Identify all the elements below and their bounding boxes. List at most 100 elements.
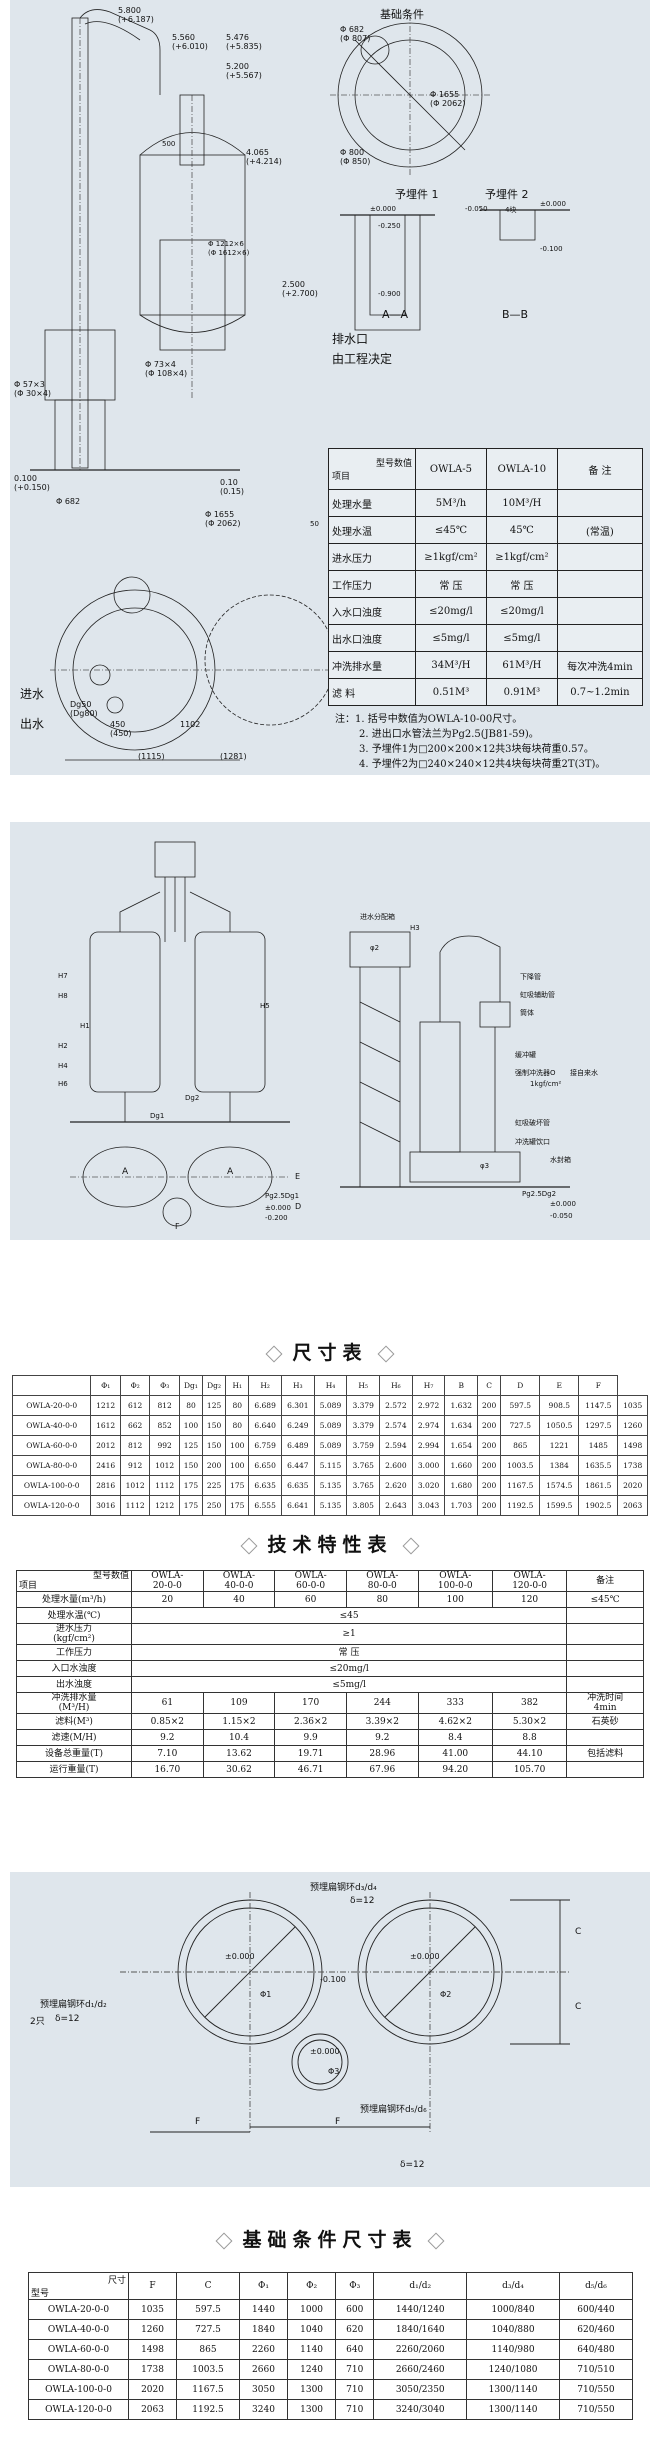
mark-lvl0-left: ±0.000 [265, 1204, 291, 1212]
mark-h1: H1 [80, 1022, 90, 1030]
tech-value: 333 [417, 1692, 493, 1714]
value-cell: 1902.5 [578, 1495, 619, 1516]
dim-header-cell: H₇ [411, 1375, 446, 1396]
value-cell: 710/550 [558, 2399, 634, 2420]
value-cell: 1300/1140 [466, 2399, 560, 2420]
tech-table-title-text: 技术特性表 [267, 1534, 393, 1556]
tech-spec-table: 型号数值 项目 OWLA- 20-0-0 OWLA- 40-0-0 OWLA- … [16, 1570, 644, 1778]
spec-notes: 注：1. 括号中数值为OWLA-10-00尺寸。 2. 进出口水管法兰为Pg2.… [335, 712, 655, 772]
model-cell: OWLA-60-0-0 [28, 2339, 129, 2360]
value-cell: 600/440 [558, 2299, 634, 2320]
tech-value: 9.2 [345, 1729, 419, 1746]
value-cell: 80 [225, 1395, 250, 1416]
note-4: 4. 予埋件2为□240×240×12共4块每块荷重2T(3T)。 [359, 759, 606, 770]
value-cell: 1035 [127, 2299, 178, 2320]
tech-item: 滤料(M³) [16, 1713, 132, 1730]
value-cell: 1300 [287, 2379, 337, 2400]
elevation-labels-4: 5.200 (+5.567) [226, 62, 262, 80]
spec-value-5: 0.51M³ [415, 678, 487, 706]
value-cell: 175 [178, 1495, 204, 1516]
dim-header-cell: D [500, 1375, 541, 1396]
table-row: 处理水温(℃)≤45 [16, 1607, 644, 1624]
value-cell: 1440 [238, 2299, 289, 2320]
value-cell: 80 [225, 1415, 250, 1436]
value-cell: 727.5 [176, 2319, 240, 2340]
model-cell: OWLA-120-0-0 [11, 1495, 92, 1516]
fdn-phi2: Φ2 [440, 1990, 452, 1999]
tech-model-60: OWLA- 60-0-0 [274, 1570, 347, 1592]
base-header-cell: d₁/d₂ [373, 2272, 468, 2300]
foundation-title: 基础条件 [380, 8, 424, 21]
spec-item: 处理水量 [328, 489, 416, 517]
tech-note: 包括滤料 [566, 1745, 644, 1762]
mark-d: D [295, 1202, 302, 1211]
fdn-dim-682: Φ 682 [340, 25, 365, 34]
base-corner-bottom: 型号 [31, 2289, 50, 2299]
dim-pipe: Φ 57×3 (Φ 30×4) [14, 380, 51, 398]
mark-lvl200: -0.200 [265, 1214, 288, 1222]
value-cell: 5.115 [313, 1455, 348, 1476]
tech-value: 46.71 [274, 1761, 347, 1778]
value-cell: 1140/980 [466, 2339, 560, 2360]
distribution-box-label: 进水分配箱 [360, 913, 395, 921]
dim-header-cell: Φ₃ [149, 1375, 180, 1396]
level-a0: ±0.000 [370, 205, 396, 213]
value-cell: 600 [335, 2299, 375, 2320]
dim-1281: (1281) [220, 752, 247, 761]
elevation-labels-7: 0.100 (+0.150) [14, 474, 50, 492]
spec-value-5: 常 压 [415, 570, 487, 598]
elev-4214: (+4.214) [246, 157, 282, 166]
value-cell: 200 [477, 1395, 502, 1416]
value-cell: 710 [335, 2359, 375, 2380]
spec-item: 滤 料 [328, 678, 416, 706]
tech-note [566, 1761, 644, 1778]
value-cell: 175 [225, 1495, 250, 1516]
value-cell: 5.089 [313, 1395, 348, 1416]
value-cell: 852 [149, 1415, 180, 1436]
elevation-labels-3: 5.476 (+5.835) [226, 33, 262, 51]
value-cell: 200 [477, 1455, 502, 1476]
value-cell: 6.759 [248, 1435, 282, 1456]
fdn-f-left: F [195, 2117, 201, 2127]
thickness-3: δ=12 [400, 2160, 425, 2170]
value-cell: 1612 [90, 1415, 121, 1436]
tech-remark-header: 备注 [566, 1570, 644, 1592]
tech-corner: 型号数值 项目 [16, 1570, 132, 1592]
dim-header-cell: H₄ [313, 1375, 348, 1396]
value-cell: 2.974 [411, 1415, 446, 1436]
value-cell: 2416 [90, 1455, 121, 1476]
spec-item: 入水口浊度 [328, 597, 416, 625]
value-cell: 2660 [238, 2359, 289, 2380]
tech-note [566, 1623, 644, 1645]
dim-header-cell: H₅ [346, 1375, 381, 1396]
base-corner-top: 尺寸 [107, 2276, 126, 2286]
spec-value-10: 61M³/H [485, 651, 558, 679]
value-cell: 100 [178, 1415, 204, 1436]
tech-value: 80 [345, 1591, 419, 1608]
spec-note [556, 489, 644, 517]
value-cell: 80 [178, 1395, 204, 1416]
value-cell: 5.135 [313, 1475, 348, 1496]
value-cell: 1.634 [444, 1415, 479, 1436]
base-table-title-text: 基础条件尺寸表 [242, 2229, 418, 2251]
spec-corner-cell: 型号数值 项目 [328, 448, 416, 490]
tech-item: 运行重量(T) [16, 1761, 132, 1778]
value-cell: 3.379 [346, 1415, 381, 1436]
value-cell: 662 [119, 1415, 151, 1436]
fdn-c-top: C [575, 1927, 582, 1937]
fdn-lvl-right: ±0.000 [410, 1952, 440, 1961]
model-cell: OWLA-40-0-0 [11, 1415, 92, 1436]
dim-table-title: 尺寸表 [0, 1338, 660, 1365]
dim-30x4: (Φ 30×4) [14, 389, 52, 398]
fdn-phi3: Φ3 [328, 2067, 340, 2076]
value-cell: 640 [335, 2339, 375, 2360]
tech-value: 1.15×2 [202, 1713, 276, 1730]
value-cell: 2012 [90, 1435, 121, 1456]
